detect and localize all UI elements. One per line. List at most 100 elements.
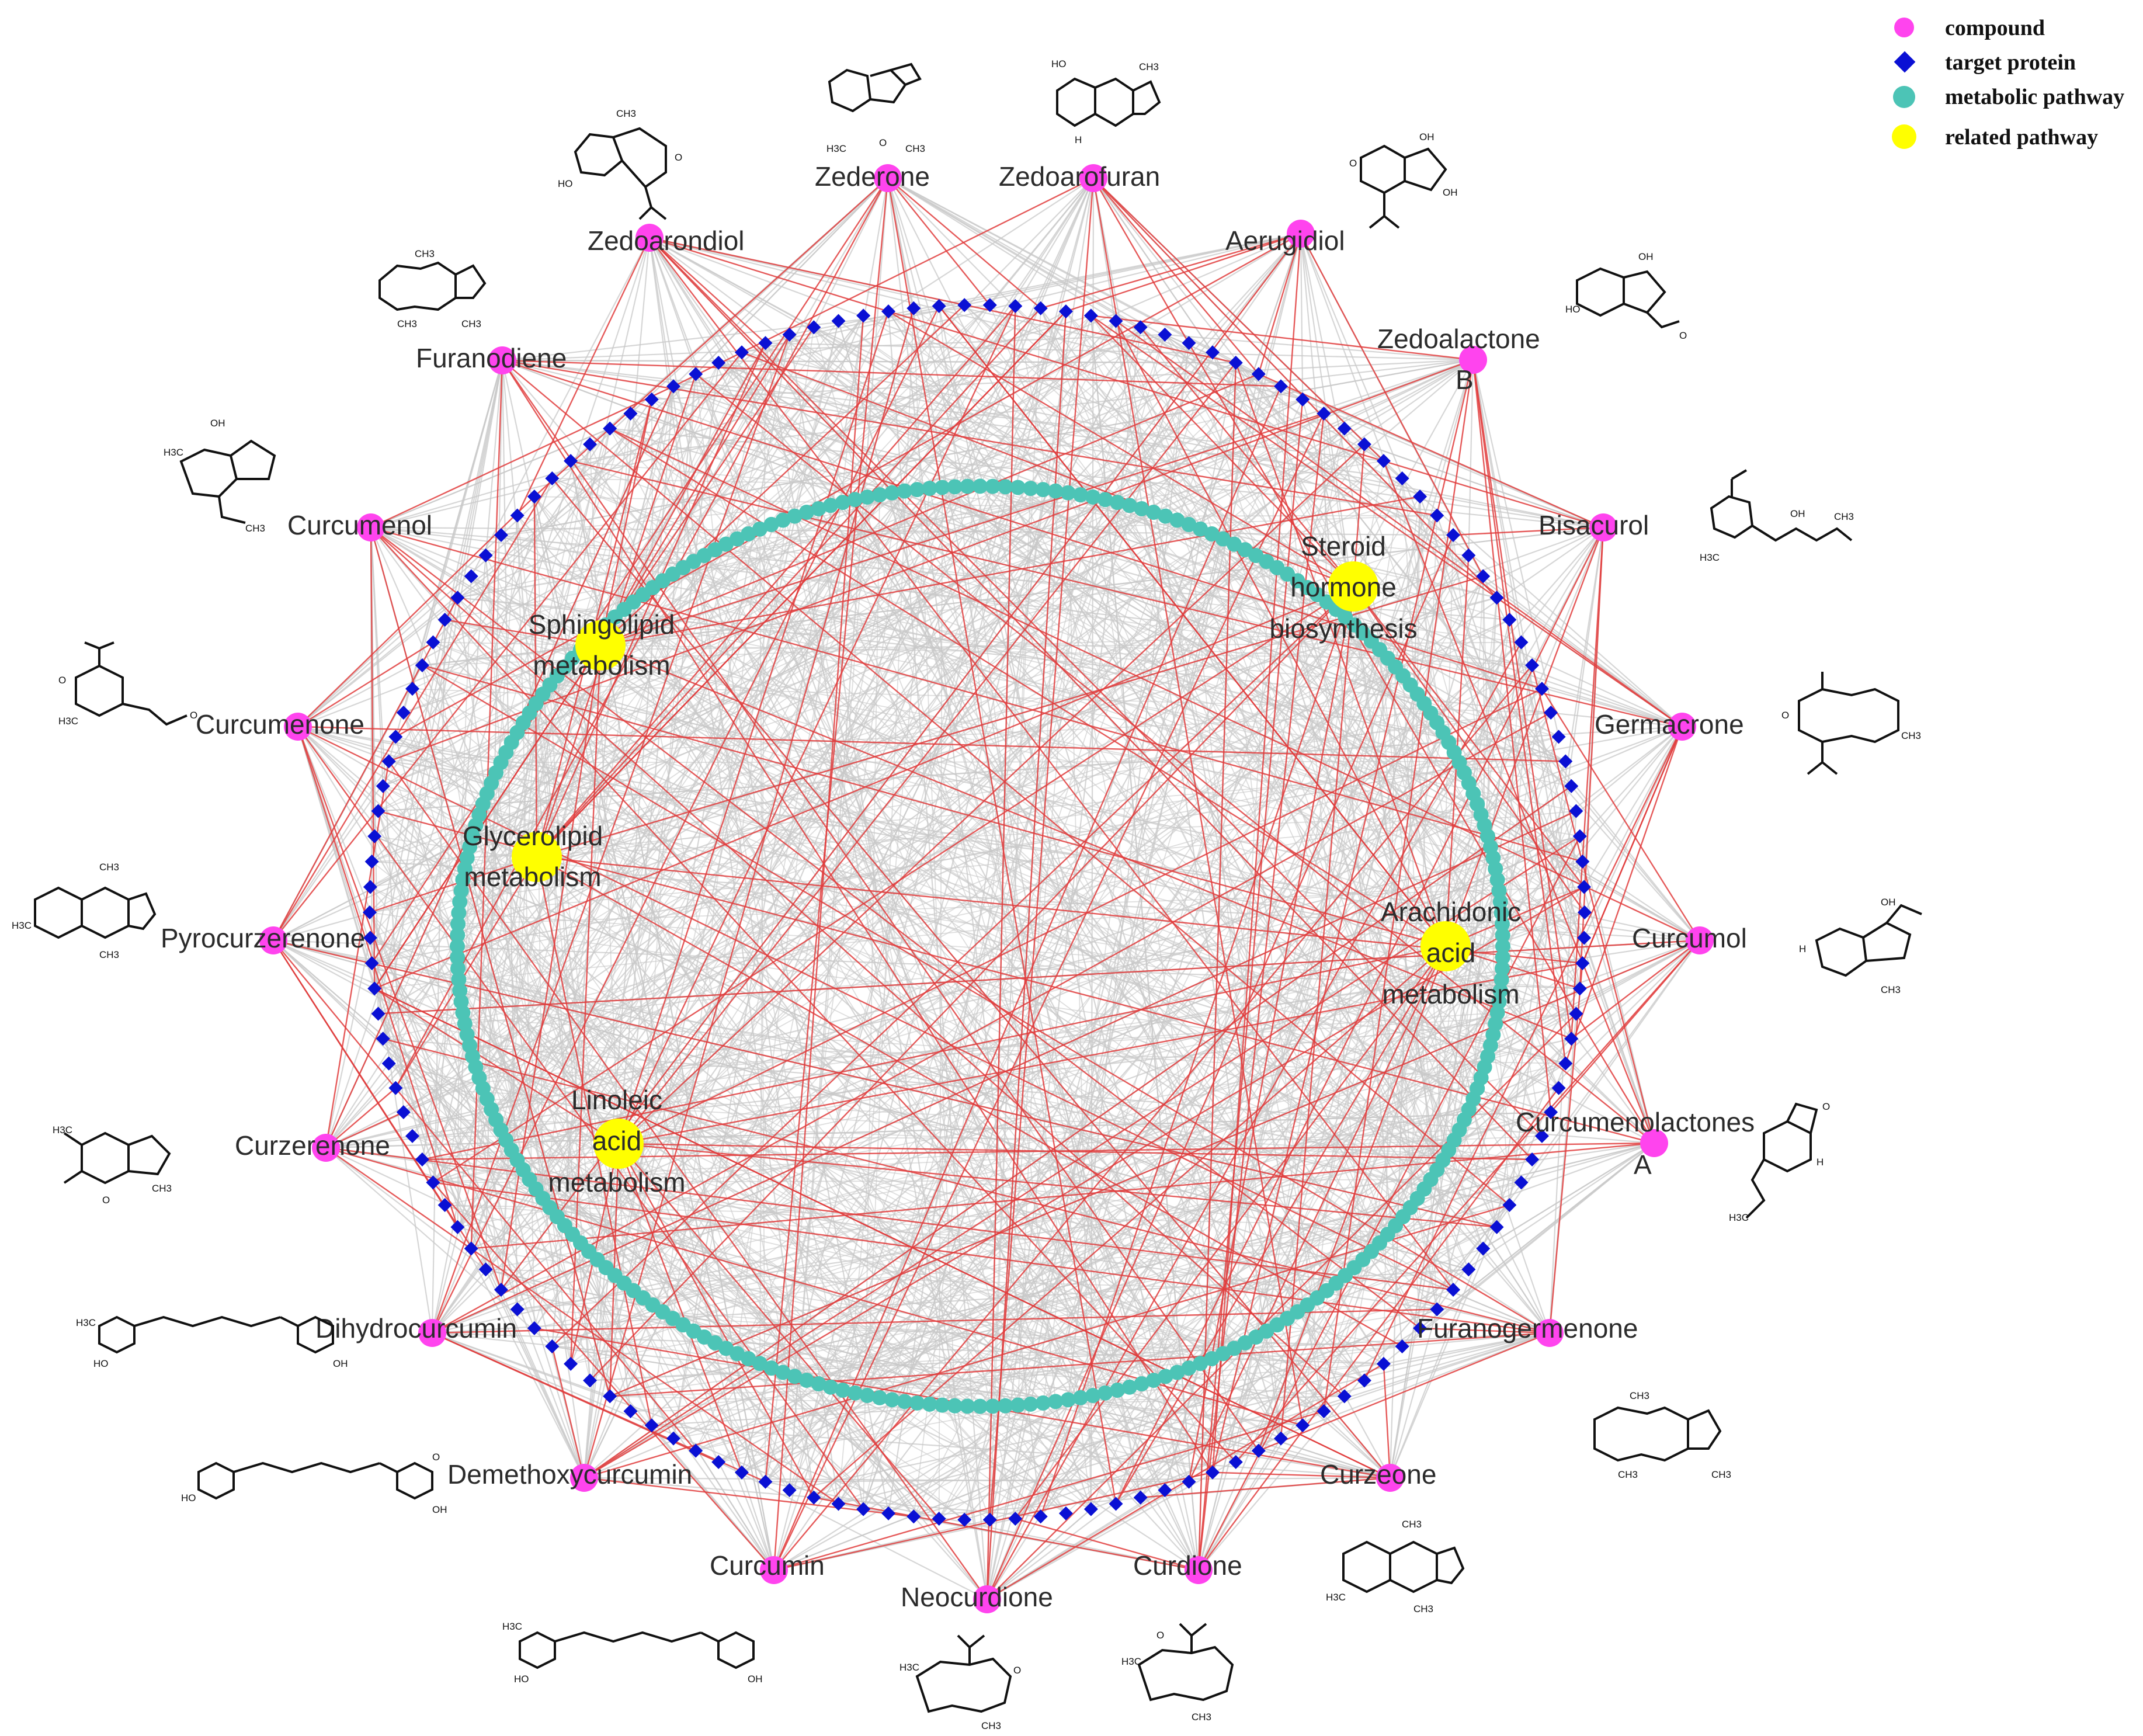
edge-compound-target-key: [583, 835, 1581, 1479]
svg-text:H3C: H3C: [76, 1317, 96, 1328]
edge-compound-target: [1364, 443, 1604, 529]
edge-target-pathway: [673, 386, 1425, 704]
edge-compound-target-key: [325, 1147, 839, 1505]
edge-target-pathway: [938, 1404, 1031, 1519]
target-protein-node: [583, 437, 598, 452]
metabolic-pathway-node: [1169, 512, 1185, 528]
svg-text:HO: HO: [93, 1358, 109, 1369]
edge-compound-target-key: [272, 478, 553, 941]
label-arachidonic-2: acid: [1426, 938, 1475, 968]
target-protein-node: [623, 407, 638, 421]
target-protein-node: [376, 779, 390, 793]
edge-target-pathway: [462, 413, 631, 880]
metabolic-pathway-node: [1169, 1365, 1185, 1380]
edge-compound-target-key: [773, 386, 1282, 1571]
svg-text:O: O: [1013, 1665, 1021, 1676]
target-protein-node: [437, 612, 452, 627]
edge-target-pathway: [1015, 305, 1213, 1359]
edge-compound-target: [1040, 308, 1550, 1334]
edge-target-pathway: [590, 1342, 1245, 1381]
target-protein-node: [1251, 367, 1266, 381]
edge-target-pathway: [830, 305, 1016, 506]
metabolic-pathway-node: [1181, 1360, 1197, 1376]
svg-text:O: O: [432, 1452, 440, 1463]
svg-text:H3C: H3C: [53, 1124, 72, 1136]
target-protein-node: [689, 367, 703, 381]
edge-target-pathway: [485, 1269, 694, 1332]
edge-target-pathway: [683, 567, 1583, 862]
edge-target-related: [618, 443, 1365, 1144]
edge-compound-target: [297, 725, 1551, 1113]
edge-compound-target-key: [325, 1087, 397, 1148]
edge-target-pathway: [444, 1204, 1118, 1391]
target-protein-node: [1109, 314, 1123, 328]
edge-target-pathway: [1165, 413, 1325, 517]
edge-target-pathway: [464, 869, 766, 1482]
edge-target-pathway: [838, 1395, 1093, 1505]
target-protein-node: [1182, 336, 1196, 350]
label-curcumin: Curcumin: [710, 1550, 825, 1581]
edge-compound-target-key: [272, 597, 459, 941]
metabolic-pathway-node: [972, 1398, 988, 1414]
edge-target-pathway: [814, 1399, 1069, 1498]
target-protein-node: [1083, 1502, 1098, 1516]
target-protein-node: [758, 336, 773, 350]
edge-target-pathway: [467, 761, 1566, 859]
edge-target-related: [1188, 586, 1354, 1482]
target-protein-node: [1158, 327, 1172, 342]
label-linoleic-2: acid: [592, 1126, 641, 1156]
edge-target-pathway: [1090, 1119, 1465, 1510]
edge-compound-target: [1140, 327, 1683, 727]
svg-text:CH3: CH3: [1192, 1711, 1211, 1723]
target-protein-node: [1058, 1506, 1073, 1520]
label-dihydrocurcumin: Dihydrocurcumin: [315, 1313, 517, 1343]
structure-curcumin: H3C HO OH: [502, 1621, 763, 1685]
edge-compound-target: [649, 237, 1560, 738]
target-protein-node: [1357, 1373, 1371, 1388]
label-furanodiene: Furanodiene: [416, 343, 567, 373]
target-protein-node: [1317, 407, 1331, 421]
metabolic-pathway-node: [1048, 483, 1064, 499]
structure-furanodiene: CH3 CH3 CH3: [378, 248, 487, 329]
svg-text:H3C: H3C: [1121, 1656, 1141, 1667]
target-protein-node: [1008, 1511, 1023, 1526]
structure-pyrocurzerenone: CH3 H3C CH3: [12, 862, 157, 960]
edge-target-pathway: [370, 937, 1142, 1384]
edge-target-related: [1188, 946, 1447, 1482]
edge-target-related: [1090, 315, 1354, 587]
metabolic-pathway-node: [450, 927, 466, 943]
edge-target-pathway: [813, 327, 1118, 1391]
edge-target-pathway: [501, 534, 598, 634]
edge-target-pathway: [1496, 1012, 1510, 1206]
edge-compound-target-key: [887, 178, 1117, 1504]
svg-text:OH: OH: [1638, 251, 1654, 262]
edge-target-pathway: [471, 575, 1437, 1171]
metabolic-pathway-node: [1110, 1382, 1126, 1398]
edge-compound-target-key: [395, 232, 1301, 738]
target-protein-node: [782, 1483, 797, 1498]
svg-text:OH: OH: [1419, 131, 1435, 143]
metabolic-pathway-node: [1035, 482, 1051, 498]
related-pathway-node: [575, 620, 626, 671]
target-protein-node: [603, 1389, 617, 1404]
label-bisacurol: Bisacurol: [1538, 510, 1649, 540]
svg-text:OH: OH: [748, 1673, 763, 1685]
edge-compound-target: [1090, 315, 1200, 1571]
metabolic-pathway-node: [1146, 1372, 1162, 1388]
metabolic-pathway-node: [884, 1392, 900, 1408]
metabolic-pathway-node: [1072, 1390, 1088, 1405]
target-protein-node: [1413, 489, 1427, 504]
edge-target-pathway: [395, 1087, 1454, 1141]
metabolic-pathway-node: [1072, 487, 1088, 503]
svg-text:O: O: [1156, 1630, 1164, 1641]
edge-compound-target: [370, 527, 1510, 1206]
metabolic-pathway-node: [1023, 481, 1038, 497]
target-protein-node: [1544, 705, 1558, 720]
edge-compound-target-key: [273, 940, 697, 1452]
target-protein-node: [1575, 854, 1590, 869]
edge-compound-target: [888, 178, 1094, 313]
svg-text:H3C: H3C: [1700, 552, 1720, 563]
target-protein-node: [856, 308, 871, 323]
edge-target-pathway: [570, 460, 1411, 1209]
edge-target-pathway: [534, 1109, 1470, 1329]
